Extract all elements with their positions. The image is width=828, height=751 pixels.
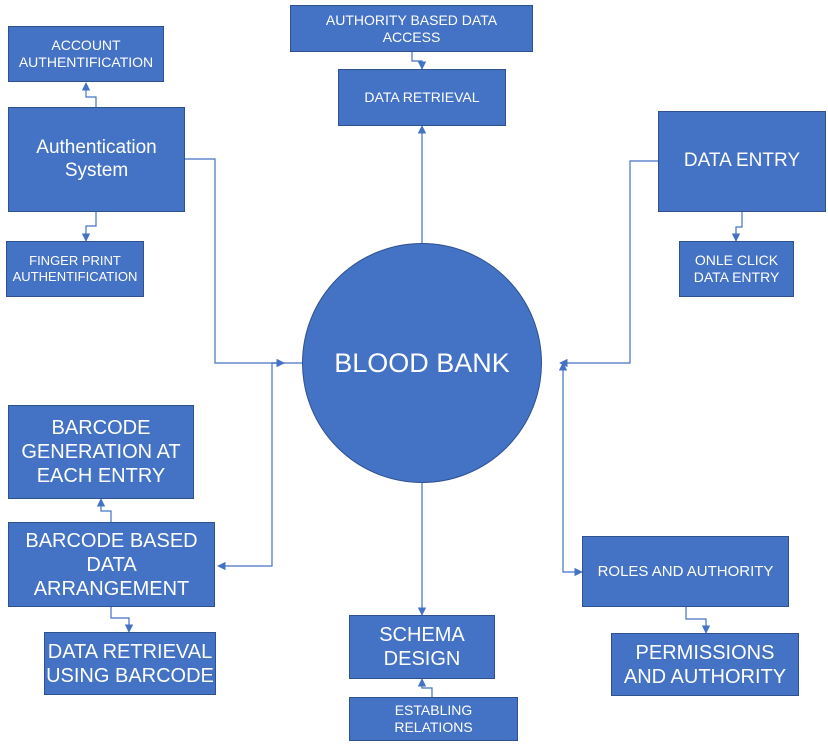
blood-bank-node: BLOOD BANK [302, 243, 542, 483]
one-click-data-entry-node: ONLE CLICK DATA ENTRY [679, 241, 794, 297]
barcode-based-arrangement-label: BARCODE BASED DATA ARRANGEMENT [25, 529, 198, 600]
establing-relations-label: ESTABLING RELATIONS [394, 702, 473, 735]
connector-entry-to-oneclick [731, 212, 743, 242]
connector-roles-to-permissions [685, 607, 711, 634]
finger-print-authentification-node: FINGER PRINT AUTHENTIFICATION [6, 241, 144, 297]
roles-and-authority-node: ROLES AND AUTHORITY [582, 536, 789, 607]
connector-retrieval-to-authority [411, 52, 427, 70]
data-retrieval-node: DATA RETRIEVAL [338, 69, 506, 126]
barcode-generation-label: BARCODE GENERATION AT EACH ENTRY [21, 417, 181, 487]
connector-entry-to-center [559, 160, 658, 368]
authentication-system-label: Authentication System [36, 136, 157, 181]
connector-center-to-barcode [217, 362, 302, 571]
schema-design-label: SCHEMA DESIGN [379, 624, 465, 670]
connector-auth-to-account [81, 82, 97, 107]
data-retrieval-using-barcode-label: DATA RETRIEVAL USING BARCODE [46, 640, 214, 687]
roles-and-authority-label: ROLES AND AUTHORITY [597, 562, 774, 580]
finger-print-authentification-label: FINGER PRINT AUTHENTIFICATION [12, 253, 138, 284]
data-entry-node: DATA ENTRY [658, 111, 826, 212]
connector-auth-to-finger [81, 212, 97, 242]
connector-barcode-to-retrieval [110, 607, 134, 633]
one-click-data-entry-label: ONLE CLICK DATA ENTRY [693, 252, 780, 285]
data-retrieval-label: DATA RETRIEVAL [364, 89, 480, 106]
account-authentification-label: ACCOUNT AUTHENTIFICATION [18, 37, 154, 70]
data-retrieval-using-barcode-node: DATA RETRIEVAL USING BARCODE [44, 632, 216, 695]
permissions-and-authority-node: PERMISSIONS AND AUTHORITY [611, 633, 799, 696]
authentication-system-node: Authentication System [8, 107, 185, 212]
connector-barcode-to-generation [96, 498, 112, 522]
permissions-and-authority-label: PERMISSIONS AND AUTHORITY [623, 641, 787, 688]
connector-center-to-roles [558, 362, 583, 577]
establing-relations-node: ESTABLING RELATIONS [349, 697, 518, 741]
barcode-generation-node: BARCODE GENERATION AT EACH ENTRY [8, 405, 194, 499]
account-authentification-node: ACCOUNT AUTHENTIFICATION [8, 26, 164, 82]
connector-relations-to-schema [417, 678, 433, 697]
blood-bank-label: BLOOD BANK [334, 347, 510, 378]
data-entry-label: DATA ENTRY [683, 150, 801, 172]
authority-based-data-access-node: AUTHORITY BASED DATA ACCESS [290, 5, 533, 52]
connector-auth-to-center [185, 158, 285, 368]
schema-design-node: SCHEMA DESIGN [349, 615, 495, 679]
authority-based-data-access-label: AUTHORITY BASED DATA ACCESS [325, 11, 498, 45]
barcode-based-arrangement-node: BARCODE BASED DATA ARRANGEMENT [8, 522, 215, 607]
